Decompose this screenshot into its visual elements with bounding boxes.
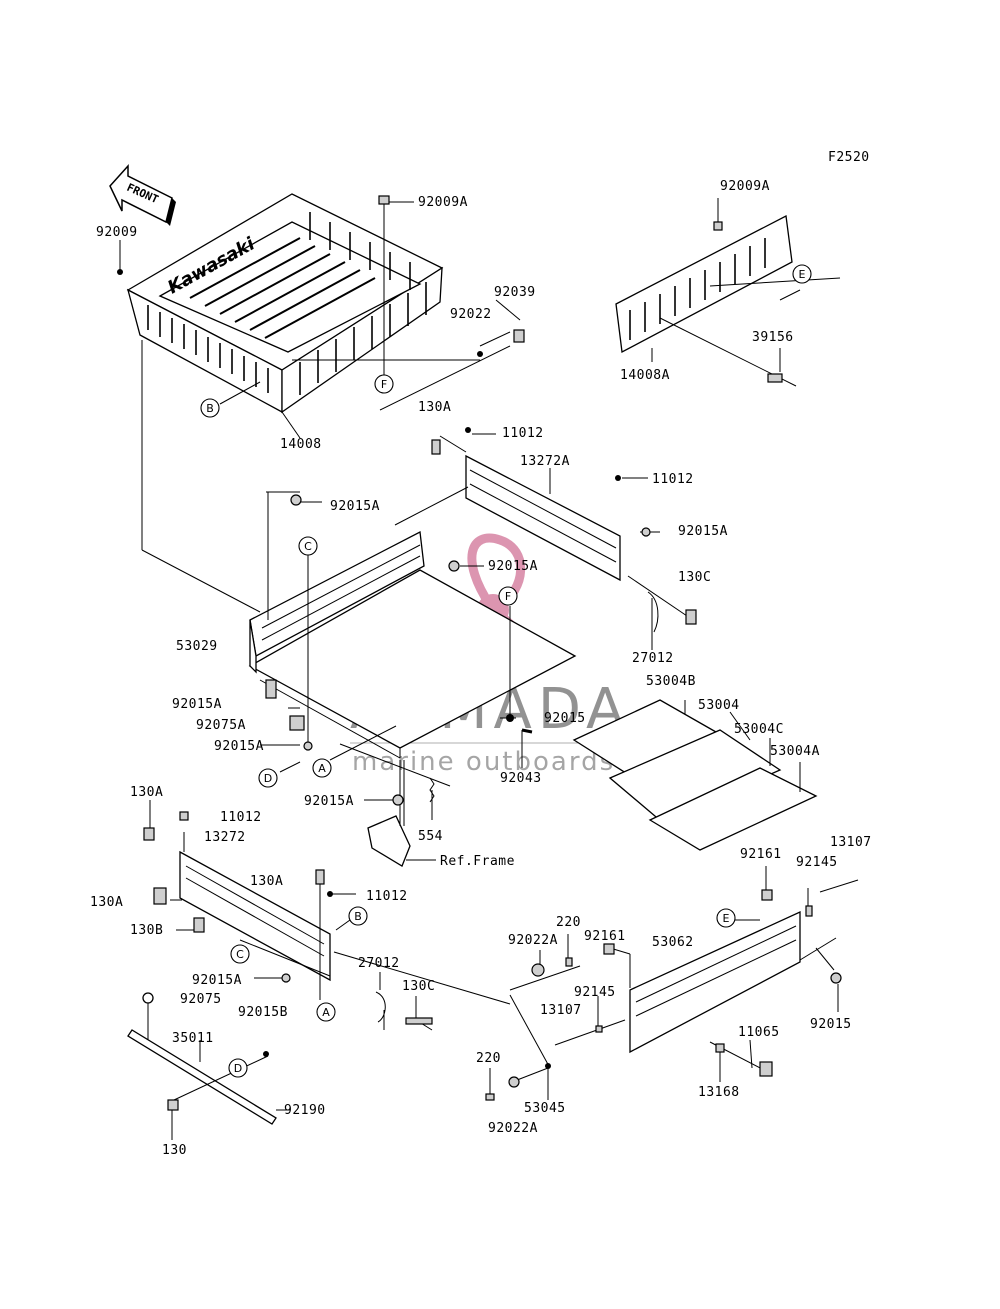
part-label: 92075A xyxy=(196,718,246,733)
part-label: 53045 xyxy=(524,1101,566,1116)
cargo-bed-box: Kawasaki xyxy=(126,193,444,414)
hardware-fasteners xyxy=(117,195,842,1111)
svg-text:A: A xyxy=(318,762,326,775)
part-label: 92015A xyxy=(192,973,242,988)
part-label: 92015A xyxy=(678,524,728,539)
front-arrow-icon: FRONT xyxy=(109,164,176,226)
part-label: 11012 xyxy=(652,472,694,487)
part-label: 130A xyxy=(418,400,451,415)
part-label: 92039 xyxy=(494,285,536,300)
part-label: 92022A xyxy=(508,933,558,948)
callout-e-low: E xyxy=(716,908,736,928)
svg-text:E: E xyxy=(799,268,806,281)
part-label: 27012 xyxy=(358,956,400,971)
part-label: 220 xyxy=(476,1051,501,1066)
callout-c-low: C xyxy=(230,944,250,964)
part-label: 27012 xyxy=(632,651,674,666)
part-label: 92190 xyxy=(284,1103,326,1118)
part-label: 14008A xyxy=(620,368,670,383)
part-label: 92022 xyxy=(450,307,492,322)
part-label: 92015 xyxy=(810,1017,852,1032)
part-label: 14008 xyxy=(280,437,322,452)
part-label: 92015A xyxy=(330,499,380,514)
part-label: 92043 xyxy=(500,771,542,786)
part-label: 92015A xyxy=(172,697,222,712)
part-label: 92015 xyxy=(544,711,586,726)
part-label: 53062 xyxy=(652,935,694,950)
svg-text:C: C xyxy=(304,540,312,553)
part-label: 92015A xyxy=(214,739,264,754)
svg-text:B: B xyxy=(206,402,214,415)
callout-a-mid: A xyxy=(312,758,332,778)
part-label: 13107 xyxy=(540,1003,582,1018)
callout-c-mid: C xyxy=(298,536,318,556)
callout-f-top: F xyxy=(374,374,394,394)
part-label: 53004 xyxy=(698,698,740,713)
part-label: 130C xyxy=(402,979,435,994)
part-label: 13272A xyxy=(520,454,570,469)
svg-text:C: C xyxy=(236,948,244,961)
part-label: 554 xyxy=(418,829,443,844)
part-label: 53004A xyxy=(770,744,820,759)
part-label: 11012 xyxy=(366,889,408,904)
svg-text:D: D xyxy=(234,1062,242,1075)
part-labels: 92009 92009A 92022 92039 14008 92009A 14… xyxy=(90,179,872,1158)
part-label: 53004B xyxy=(646,674,696,689)
part-label: 92145 xyxy=(574,985,616,1000)
part-label: 130A xyxy=(90,895,123,910)
part-label: 92145 xyxy=(796,855,838,870)
part-label: 130A xyxy=(130,785,163,800)
watermark-subtitle: marine outboards xyxy=(352,747,615,777)
part-label: Ref.Frame xyxy=(440,854,515,869)
part-label: 13272 xyxy=(204,830,246,845)
bed-frame-53029 xyxy=(248,454,621,867)
leader-lines xyxy=(119,198,841,1140)
part-label: 92009 xyxy=(96,225,138,240)
callout-e-top: E xyxy=(792,264,812,284)
svg-text:E: E xyxy=(723,912,730,925)
svg-text:F: F xyxy=(505,590,511,603)
callout-b-top: B xyxy=(200,398,220,418)
part-label: 35011 xyxy=(172,1031,214,1046)
diagram-code: F2520 xyxy=(828,150,870,165)
svg-text:A: A xyxy=(322,1006,330,1019)
part-label: 92015A xyxy=(488,559,538,574)
part-label: 53029 xyxy=(176,639,218,654)
part-label: 92015A xyxy=(304,794,354,809)
rear-gate-53062 xyxy=(629,910,801,1054)
callout-circles: F B E C F A D C A D E B xyxy=(200,264,812,1078)
callout-f-mid: F xyxy=(498,586,518,606)
part-label: 130B xyxy=(130,923,163,938)
part-label: 92022A xyxy=(488,1121,538,1136)
part-label: 11012 xyxy=(220,810,262,825)
part-label: 13168 xyxy=(698,1085,740,1100)
part-label: 92009A xyxy=(418,195,468,210)
callout-d-mid: D xyxy=(258,768,278,788)
callout-b-low: B xyxy=(348,906,368,926)
part-label: 92015B xyxy=(238,1005,288,1020)
part-label: 92161 xyxy=(740,847,782,862)
part-label: 11012 xyxy=(502,426,544,441)
part-label: 92075 xyxy=(180,992,222,1007)
svg-text:D: D xyxy=(264,772,272,785)
svg-text:B: B xyxy=(354,910,362,923)
svg-text:F: F xyxy=(381,378,387,391)
part-label: 220 xyxy=(556,915,581,930)
part-label: 130 xyxy=(162,1143,187,1158)
part-label: 92009A xyxy=(720,179,770,194)
part-label: 53004C xyxy=(734,722,784,737)
part-label: 11065 xyxy=(738,1025,780,1040)
part-label: 92161 xyxy=(584,929,626,944)
part-label: 130A xyxy=(250,874,283,889)
floor-mats-53004 xyxy=(572,699,818,851)
part-label: 13107 xyxy=(830,835,872,850)
part-label: 39156 xyxy=(752,330,794,345)
side-panel-13272 xyxy=(179,850,331,982)
callout-d-low: D xyxy=(228,1058,248,1078)
callout-a-low: A xyxy=(316,1002,336,1022)
part-label: 130C xyxy=(678,570,711,585)
